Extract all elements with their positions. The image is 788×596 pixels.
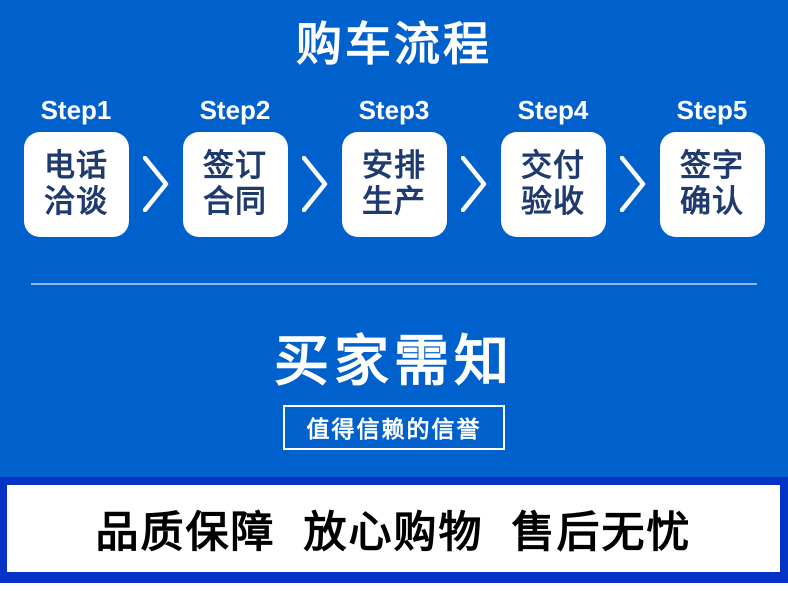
step-text-line2: 洽谈 [44,184,108,220]
step-box: 安排 生产 [341,131,447,237]
step-box: 签订 合同 [182,131,288,237]
step-item-5: Step5 签字 确认 [659,94,765,237]
step-text-line1: 签订 [203,148,267,184]
guarantee-banner-frame: 品质保障 放心购物 售后无忧 [0,477,788,583]
buyer-notice-title: 买家需知 [273,329,514,392]
step-box: 签字 确认 [659,131,765,237]
step-label: Step3 [358,94,430,125]
step-item-3: Step3 安排 生产 [341,94,447,237]
chevron-right-icon [447,132,501,237]
process-title: 购车流程 [296,18,492,70]
step-label: Step4 [517,94,589,125]
step-label: Step5 [676,94,748,125]
steps-row: Step1 电话 洽谈 Step2 签订 合同 Step3 [0,95,788,237]
step-label: Step1 [40,94,112,125]
chevron-right-icon [129,132,183,237]
purchase-process-section: 购车流程 Step1 电话 洽谈 Step2 签订 合同 [0,0,788,477]
guarantee-banner-text: 品质保障 放心购物 售后无忧 [95,508,692,557]
chevron-right-icon [288,132,342,237]
step-text-line2: 验收 [521,184,585,220]
step-text-line1: 签字 [680,148,744,184]
bottom-white-strip [0,583,788,596]
step-text-line2: 确认 [680,184,744,220]
step-text-line2: 生产 [362,184,426,220]
notice-tagline-box: 值得信赖的信誉 [283,405,505,451]
notice-tagline-text: 值得信赖的信誉 [306,416,482,443]
step-label: Step2 [199,94,271,125]
step-text-line1: 电话 [44,148,108,184]
step-box: 电话 洽谈 [23,131,129,237]
step-item-2: Step2 签订 合同 [182,94,288,237]
step-text-line2: 合同 [203,184,267,220]
step-text-line1: 安排 [362,148,426,184]
step-text-line1: 交付 [521,148,585,184]
chevron-right-icon [606,132,660,237]
step-box: 交付 验收 [500,131,606,237]
step-item-1: Step1 电话 洽谈 [23,94,129,237]
guarantee-banner: 品质保障 放心购物 售后无忧 [7,485,780,572]
section-divider [31,282,757,285]
step-item-4: Step4 交付 验收 [500,94,606,237]
